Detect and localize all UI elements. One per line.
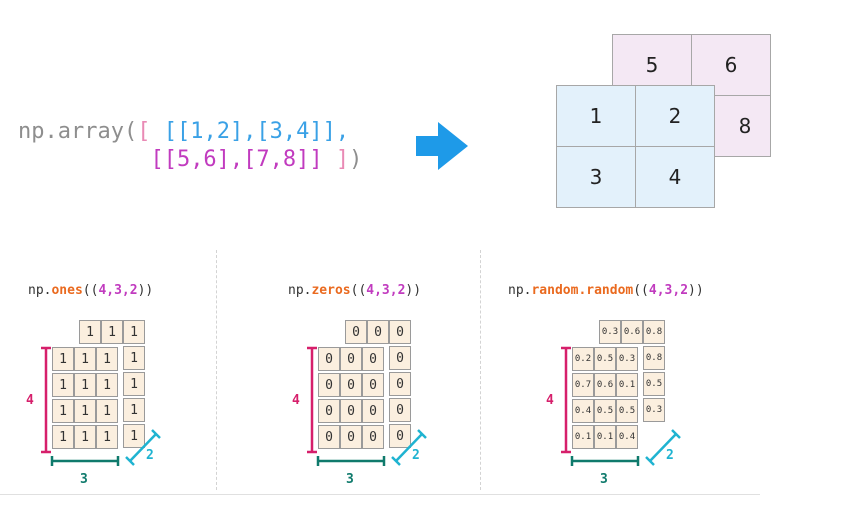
front-cube: 0.7: [572, 373, 594, 397]
ones-label: np.ones((4,3,2)): [28, 283, 154, 298]
front-cube: 0.4: [572, 399, 594, 423]
array-code: np.array([ [[1,2],[3,4]], [[5,6],[7,8]] …: [18, 118, 362, 174]
front-cube: 1: [74, 373, 96, 397]
depth-marker-cap: [151, 429, 161, 439]
back-cube: 1: [123, 424, 145, 448]
front-cube: 0.1: [572, 425, 594, 449]
front-cube: 0.5: [594, 347, 616, 371]
depth-marker: [649, 433, 677, 462]
front-cube: 1: [52, 373, 74, 397]
front-cube: 0.5: [594, 399, 616, 423]
front-cube: 1: [74, 347, 96, 371]
front-cube: 0.1: [594, 425, 616, 449]
front-cell-0: 1: [556, 85, 636, 147]
height-label: 4: [26, 393, 34, 408]
front-cube: 1: [96, 347, 118, 371]
front-cube: 0: [362, 425, 384, 449]
dimension-markers: [41, 346, 161, 466]
back-cube: 1: [123, 346, 145, 370]
front-cube: 0: [318, 399, 340, 423]
back-cube: 0.6: [621, 320, 643, 344]
front-cube: 1: [74, 399, 96, 423]
front-cube: 0.1: [616, 373, 638, 397]
front-cube: 0: [318, 425, 340, 449]
front-cube: 0: [340, 373, 362, 397]
code-prefix: np.array(: [18, 119, 138, 144]
dimension-markers: [561, 346, 681, 466]
height-label: 4: [546, 393, 554, 408]
back-cube: 0.5: [643, 372, 665, 396]
front-cube: 0: [340, 425, 362, 449]
back-cube: 1: [79, 320, 101, 344]
depth-marker-cap: [125, 456, 135, 466]
code-second-matrix: [[5,6],[7,8]]: [150, 147, 323, 172]
width-label: 3: [600, 472, 608, 487]
depth-marker: [129, 433, 157, 462]
depth-marker-cap: [645, 456, 655, 466]
depth-marker-cap: [417, 429, 427, 439]
front-cube: 0: [340, 347, 362, 371]
front-cube: 1: [96, 373, 118, 397]
code-close-paren: ): [349, 147, 363, 172]
height-label: 4: [292, 393, 300, 408]
front-cube: 0.5: [616, 399, 638, 423]
back-cube: 1: [123, 372, 145, 396]
bottom-rule: [0, 494, 760, 495]
back-cube: 0: [389, 346, 411, 370]
back-cube: 0: [367, 320, 389, 344]
back-cube: 0.3: [643, 398, 665, 422]
front-cell-2: 3: [556, 146, 636, 208]
front-cube: 1: [52, 347, 74, 371]
depth-marker: [395, 433, 423, 462]
back-cube: 1: [123, 398, 145, 422]
front-cell-3: 4: [635, 146, 715, 208]
depth-marker-cap: [391, 456, 401, 466]
front-cube: 0: [318, 373, 340, 397]
back-cube: 0: [389, 372, 411, 396]
back-cube: 0.3: [599, 320, 621, 344]
front-cube: 0: [362, 347, 384, 371]
front-cube: 1: [52, 399, 74, 423]
depth-label: 2: [412, 448, 420, 463]
back-cube: 0: [389, 320, 411, 344]
front-cube: 1: [96, 399, 118, 423]
front-cube: 0.2: [572, 347, 594, 371]
random-label: np.random.random((4,3,2)): [508, 283, 704, 298]
depth-label: 2: [146, 448, 154, 463]
back-cube: 0.8: [643, 320, 665, 344]
front-cube: 1: [96, 425, 118, 449]
back-cube: 0: [345, 320, 367, 344]
back-cube: 0: [389, 424, 411, 448]
front-cube: 1: [52, 425, 74, 449]
depth-label: 2: [666, 448, 674, 463]
depth-marker-cap: [671, 429, 681, 439]
back-cube: 0: [389, 398, 411, 422]
back-cube: 1: [123, 320, 145, 344]
front-cube: 0.3: [616, 347, 638, 371]
front-cube: 0.4: [616, 425, 638, 449]
zeros-label: np.zeros((4,3,2)): [288, 283, 422, 298]
back-cube: 0.8: [643, 346, 665, 370]
panel-divider: [216, 250, 217, 490]
front-cube: 0: [362, 373, 384, 397]
front-cube: 1: [74, 425, 96, 449]
front-cube: 0.6: [594, 373, 616, 397]
width-label: 3: [346, 472, 354, 487]
back-cube: 1: [101, 320, 123, 344]
front-cell-1: 2: [635, 85, 715, 147]
front-cube: 0: [318, 347, 340, 371]
panel-divider: [480, 250, 481, 490]
code-outer-bracket-close: ]: [322, 147, 350, 172]
front-cube: 0: [340, 399, 362, 423]
front-cube: 0: [362, 399, 384, 423]
width-label: 3: [80, 472, 88, 487]
code-outer-bracket-open: [: [137, 119, 151, 144]
dimension-markers: [307, 346, 427, 466]
code-first-matrix: [[1,2],[3,4]],: [150, 119, 350, 144]
right-arrow-icon: [416, 122, 468, 170]
